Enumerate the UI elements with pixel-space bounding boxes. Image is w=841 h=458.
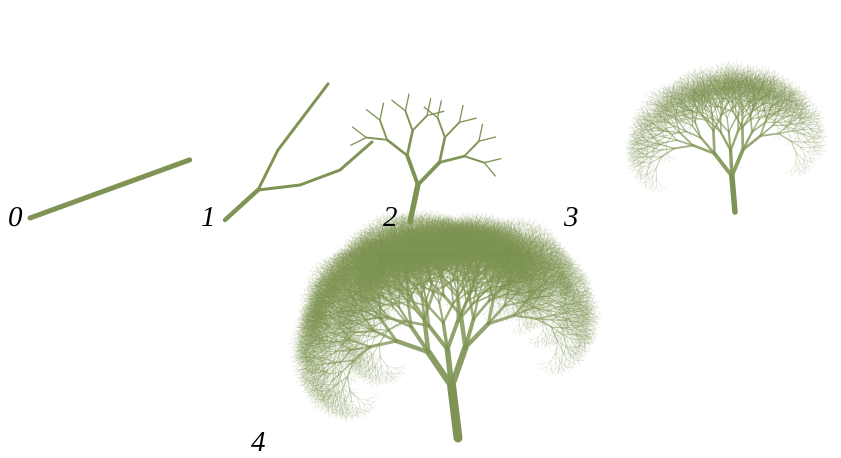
tree-stage-1 — [225, 84, 372, 220]
tree-branch — [380, 103, 384, 120]
tree-branch — [366, 110, 380, 121]
tree-branch — [629, 142, 636, 143]
tree-branch — [440, 156, 465, 162]
tree-branch — [637, 165, 639, 170]
tree-branch — [464, 156, 484, 163]
tree-branch — [387, 140, 407, 156]
tree-branch — [407, 156, 418, 185]
tree-branch — [633, 167, 636, 173]
tree-branch — [407, 131, 412, 156]
tree-branch — [418, 162, 440, 184]
tree-branch — [258, 150, 278, 190]
tree-branch — [380, 120, 387, 140]
tree-branch — [479, 124, 483, 141]
tree-branch — [652, 185, 656, 190]
tree-branch — [340, 142, 372, 170]
tree-branch — [438, 118, 445, 138]
tree-branch — [405, 111, 412, 131]
tree-branch — [445, 122, 460, 137]
tree-branch — [664, 140, 677, 142]
tree-branch — [484, 159, 501, 163]
tree-branch — [258, 185, 300, 190]
tree-trunk — [732, 176, 735, 212]
tree-branch — [484, 163, 495, 176]
tree-branch — [657, 186, 660, 191]
tree-branch — [427, 99, 431, 116]
tree-branch — [366, 138, 387, 140]
tree-branch — [649, 166, 651, 174]
tree-branch — [675, 145, 694, 148]
tree-branch — [351, 138, 367, 146]
tree-branch — [459, 118, 476, 122]
tree-branch — [440, 137, 445, 162]
tree-branch — [413, 116, 428, 131]
tree-branch — [405, 94, 409, 111]
tree-branch — [438, 101, 442, 118]
tree-branch — [635, 113, 637, 119]
tree-branch — [479, 137, 496, 141]
tree-branch — [627, 161, 633, 162]
tree-branch — [278, 84, 328, 150]
tree-branch — [656, 179, 661, 186]
tree-branch — [650, 164, 652, 170]
tree-branch — [629, 168, 635, 169]
tree-branch — [660, 144, 675, 148]
tree-stage-2 — [351, 94, 501, 222]
tree-branch — [459, 106, 463, 123]
tree-trunk — [30, 160, 190, 218]
tree-branch — [648, 107, 652, 108]
tree-branch — [713, 131, 714, 154]
tree-trunk — [225, 190, 258, 220]
tree-branch — [464, 141, 479, 156]
tree-stage-3 — [624, 60, 828, 212]
tree-branch — [646, 182, 647, 188]
tree-branch — [392, 100, 406, 111]
tree-branch — [353, 127, 367, 138]
tree-branch — [300, 170, 340, 185]
tree-branch — [661, 186, 662, 193]
tree-branch — [661, 186, 667, 189]
tree-stage-0 — [30, 160, 190, 218]
